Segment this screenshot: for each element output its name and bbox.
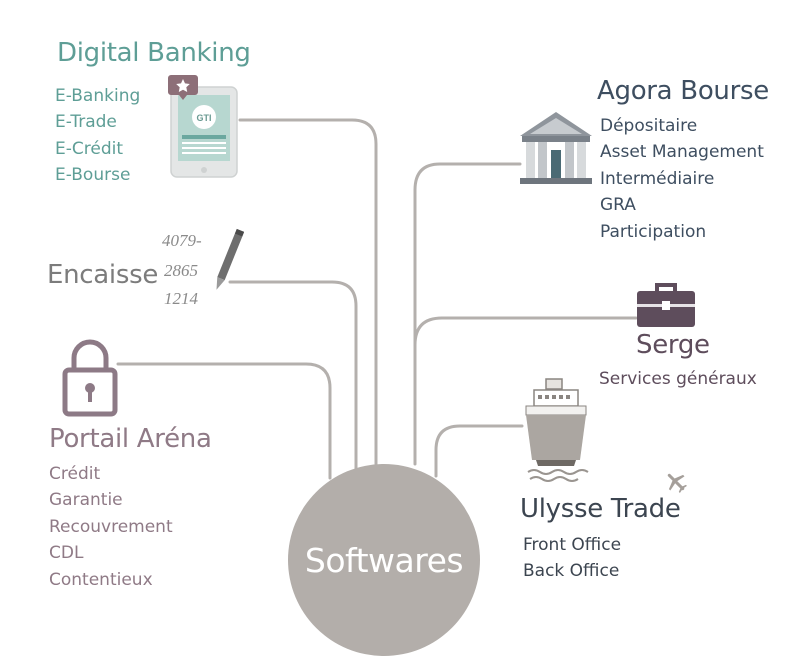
hub-label: Softwares — [304, 540, 464, 580]
list-item: Contentieux — [49, 569, 153, 590]
agora-bourse-title: Agora Bourse — [597, 76, 769, 106]
portail-arena-title: Portail Aréna — [49, 424, 212, 454]
ulysse-trade-list: Front Office Back Office — [523, 532, 621, 585]
connector-ulysse-trade — [434, 424, 524, 478]
list-item: Services généraux — [599, 369, 757, 389]
serge-list: Services généraux — [599, 366, 757, 392]
list-item: E-Bourse — [55, 165, 131, 186]
list-item: Front Office — [523, 535, 622, 555]
list-item: Crédit — [49, 464, 101, 484]
list-item: Dépositaire — [600, 116, 698, 136]
digital-banking-list: E-Banking E-Trade E-Crédit E-Bourse — [55, 83, 140, 189]
list-item: E-Trade — [55, 112, 117, 133]
padlock-icon — [62, 339, 118, 417]
briefcase-icon — [637, 283, 695, 327]
list-item: GRA — [600, 195, 636, 216]
connector-agora-bourse — [413, 162, 522, 466]
connector-portail-arena — [116, 362, 332, 480]
list-item: Asset Management — [600, 142, 764, 163]
gti-badge-text: GTI — [197, 113, 212, 123]
list-item: E-Crédit — [55, 138, 123, 159]
connector-encaisse — [228, 280, 358, 472]
list-item: Garantie — [49, 490, 123, 511]
list-item: CDL — [49, 543, 84, 564]
list-item: Intermédiaire — [600, 168, 715, 189]
list-item: Back Office — [523, 561, 620, 582]
ship-icon — [525, 378, 589, 482]
connector-digital-banking — [238, 118, 378, 466]
serge-title: Serge — [636, 330, 710, 360]
agora-bourse-list: Dépositaire Asset Management Intermédiai… — [600, 113, 764, 245]
tablet-icon: GTI — [168, 75, 238, 178]
list-item: E-Banking — [55, 86, 141, 106]
bank-building-icon — [520, 112, 592, 184]
handwriting-pen-icon: 4079- 2865 1214 — [162, 228, 244, 308]
digital-banking-title: Digital Banking — [57, 38, 251, 68]
handwritten-number: 1214 — [164, 289, 199, 308]
encaisse-title: Encaisse — [47, 260, 159, 290]
connector-serge — [413, 316, 638, 347]
list-item: Recouvrement — [49, 516, 173, 537]
list-item: Participation — [600, 221, 707, 242]
handwritten-number: 4079- — [162, 231, 202, 250]
softwares-hub: Softwares — [288, 464, 480, 656]
ulysse-trade-title: Ulysse Trade — [520, 494, 681, 524]
airplane-icon — [667, 473, 687, 493]
handwritten-number: 2865 — [164, 261, 198, 280]
portail-arena-list: Crédit Garantie Recouvrement CDL Content… — [49, 461, 173, 593]
